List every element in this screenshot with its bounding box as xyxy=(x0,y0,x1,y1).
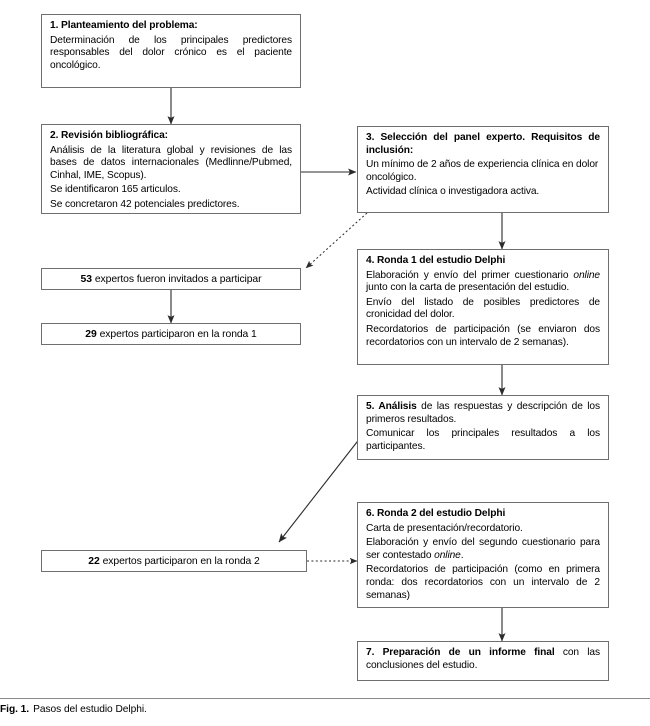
invited-count: 53 xyxy=(80,273,92,285)
step-4-body-1: Elaboración y envío del primer cuestiona… xyxy=(366,270,600,295)
node-round2-participants[interactable]: 22 expertos participaron en la ronda 2 xyxy=(41,550,307,572)
step-2-body-3: Se concretaron 42 potenciales predictore… xyxy=(50,198,240,210)
step-4-body-1-pre: Elaboración y envío del primer cuestiona… xyxy=(366,269,574,281)
edge-step5-round2 xyxy=(278,432,365,543)
round2-count: 22 xyxy=(88,555,100,567)
node-step-2[interactable]: 2. Revisión bibliográfica: Análisis de l… xyxy=(41,124,301,214)
step-2-body-1: Análisis de la literatura global y revis… xyxy=(50,144,292,181)
round1-count: 29 xyxy=(85,328,97,340)
step-3-body-2: Actividad clínica o investigadora activa… xyxy=(366,186,540,198)
step-3-heading: 3. Selección del panel experto. Requisit… xyxy=(366,132,600,156)
step-7-heading-rest: con las conclusiones del estudio. xyxy=(366,647,600,671)
step-2-heading: 2. Revisión bibliográfica: xyxy=(50,130,168,141)
step-6-body-1: Carta de presentación/recordatorio. xyxy=(366,522,523,534)
step-5-heading: 5. Análisis xyxy=(366,401,417,412)
step-6-heading: 6. Ronda 2 del estudio Delphi xyxy=(366,508,506,519)
node-step-1[interactable]: 1. Planteamiento del problema: Determina… xyxy=(41,14,301,88)
step-5-heading-line: 5. Análisis de las respuestas y descripc… xyxy=(366,401,600,426)
step-4-body-2: Envío del listado de posibles predictore… xyxy=(366,296,600,321)
node-step-5[interactable]: 5. Análisis de las respuestas y descripc… xyxy=(357,395,609,460)
figure-caption: Fig. 1.Pasos del estudio Delphi. xyxy=(0,704,650,715)
step-7-heading: 7. Preparación de un informe final xyxy=(366,647,555,658)
step-6-body-2-pre: Elaboración y envío del segundo cuestion… xyxy=(366,537,600,561)
node-invited-experts[interactable]: 53 expertos fueron invitados a participa… xyxy=(41,268,301,290)
round1-label: expertos participaron en la ronda 1 xyxy=(99,328,257,340)
node-step-7[interactable]: 7. Preparación de un informe final con l… xyxy=(357,641,609,681)
node-round1-participants[interactable]: 29 expertos participaron en la ronda 1 xyxy=(41,323,301,345)
round2-label: expertos participaron en la ronda 2 xyxy=(102,555,260,567)
step-5-body-2: Comunicar los principales resultados a l… xyxy=(366,428,600,452)
step-1-heading: 1. Planteamiento del problema: xyxy=(50,20,198,31)
step-6-body-3: Recordatorios de participación (como en … xyxy=(366,564,600,601)
step-5-heading-rest: de las respuestas y descripción de los p… xyxy=(366,401,600,425)
figure-label: Fig. 1. xyxy=(0,704,30,715)
node-step-3[interactable]: 3. Selección del panel experto. Requisit… xyxy=(357,126,609,213)
figure-caption-text: Pasos del estudio Delphi. xyxy=(33,704,147,715)
step-6-body-2-post: . xyxy=(460,549,464,561)
step-4-body-3: Recordatorios de participación (se envia… xyxy=(366,323,600,348)
step-1-body: Determinación de los principales predict… xyxy=(50,34,292,71)
step-3-body-1: Un mínimo de 2 años de experiencia clíni… xyxy=(366,159,599,183)
step-6-body-2: Elaboración y envío del segundo cuestion… xyxy=(366,537,600,562)
step-2-body-2: Se identificaron 165 articulos. xyxy=(50,184,181,196)
step-4-heading: 4. Ronda 1 del estudio Delphi xyxy=(366,255,506,266)
node-step-6[interactable]: 6. Ronda 2 del estudio Delphi Carta de p… xyxy=(357,502,609,608)
node-step-4[interactable]: 4. Ronda 1 del estudio Delphi Elaboració… xyxy=(357,249,609,365)
step-4-body-1-post: junto con la carta de presentación del e… xyxy=(366,282,570,294)
step-7-heading-line: 7. Preparación de un informe final con l… xyxy=(366,647,600,672)
step-6-online-emphasis: online xyxy=(434,549,461,561)
caption-divider-rule xyxy=(0,698,650,699)
invited-label: expertos fueron invitados a participar xyxy=(94,273,262,285)
step-4-online-emphasis: online xyxy=(573,269,600,281)
